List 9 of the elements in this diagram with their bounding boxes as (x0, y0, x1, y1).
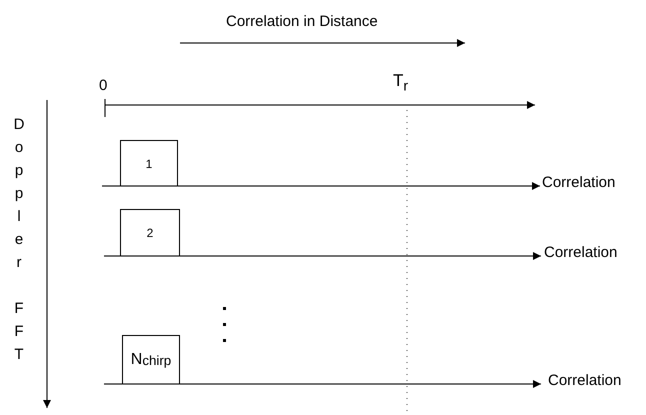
axis-label: Correlation (548, 373, 622, 390)
tick-label: 0 (99, 78, 108, 94)
pulse-box: 2 (120, 209, 180, 256)
axis-label: Correlation (542, 175, 616, 192)
axis-title: Doppler FFT (10, 116, 26, 369)
axis-title: Correlation in Distance (226, 14, 378, 30)
tick-label: T$_{r}$ (393, 72, 408, 95)
axis-label: Correlation (544, 245, 618, 262)
pulse-box: 1 (120, 140, 178, 186)
